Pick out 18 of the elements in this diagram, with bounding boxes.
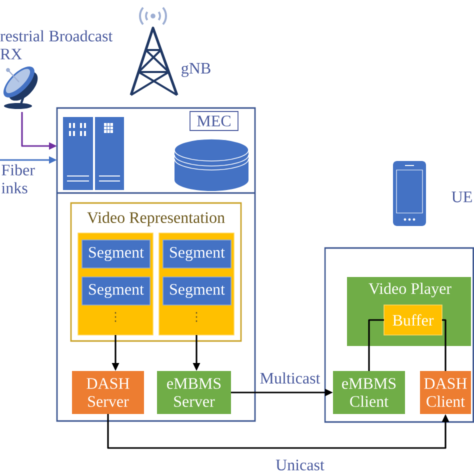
caption-text: restrial Broadcast RX: [0, 30, 113, 60]
client-box: DASH Client: [420, 371, 471, 414]
edge-label: Multicast: [258, 371, 322, 385]
buffer-box: Buffer: [384, 304, 442, 336]
edge-label: Unicast: [274, 458, 326, 472]
segment-box: Segment: [82, 240, 150, 268]
segment-box: Segment: [162, 240, 232, 268]
tower-label: gNB: [182, 63, 210, 77]
segment-box: Segment: [82, 276, 150, 306]
connector-line: [442, 319, 446, 371]
server-box: eMBMS Server: [157, 371, 231, 414]
connector-line: [368, 319, 384, 371]
device-label: UE: [452, 192, 472, 202]
segment-box: Segment: [162, 276, 232, 306]
client-box: eMBMS Client: [333, 371, 405, 414]
server-box: DASH Server: [72, 371, 144, 414]
edge-label: Fiber inks: [0, 163, 38, 194]
container-box: [324, 247, 474, 423]
